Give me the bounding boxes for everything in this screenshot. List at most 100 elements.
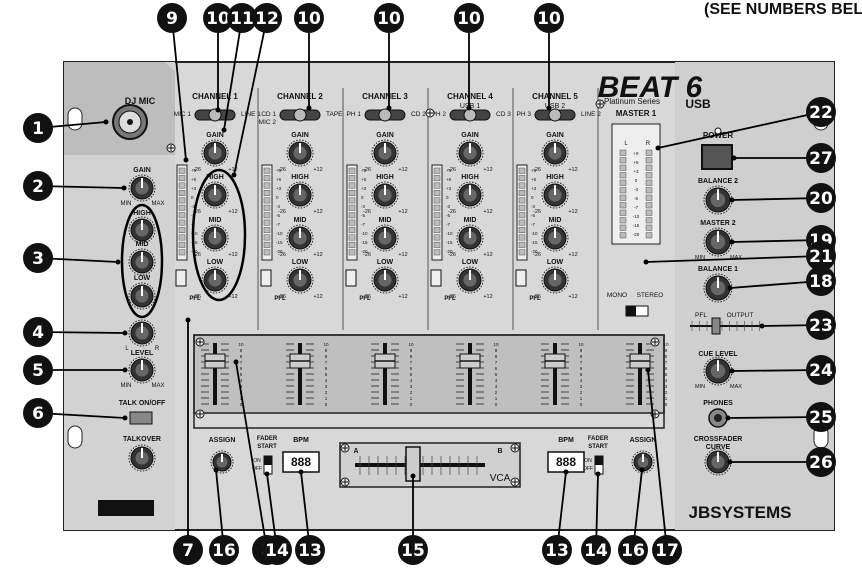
mic-mid-knob[interactable]	[128, 248, 156, 276]
mount-hole-bl	[67, 425, 83, 449]
brand-maker: JBSYSTEMS	[689, 503, 792, 522]
channel-1-src-left: MIC 1	[174, 111, 192, 118]
screw	[340, 477, 350, 487]
switch-lever	[378, 108, 392, 122]
fader-scale-num: 3	[325, 384, 328, 389]
mic-level-knob[interactable]	[128, 356, 156, 384]
ch3-mid-knob[interactable]	[371, 224, 399, 252]
ch5-gain-knob[interactable]	[541, 139, 569, 167]
ch5-pfl-button[interactable]	[515, 269, 527, 287]
meter-segment	[178, 227, 186, 233]
ch1-pfl-button[interactable]	[175, 269, 187, 287]
balance1-knob[interactable]	[703, 273, 733, 303]
callout-arrowhead	[122, 415, 128, 421]
fader-scale-num: 7	[410, 360, 413, 365]
ch5-low-knob[interactable]	[541, 266, 569, 294]
ch2-high-min: -26	[278, 209, 286, 215]
ch4-high-knob[interactable]	[456, 181, 484, 209]
ch4-gain-label: GAIN	[461, 132, 479, 139]
callout-badge	[581, 535, 611, 565]
ch2-mid-knob[interactable]	[286, 224, 314, 252]
channel-5-input-switch[interactable]	[534, 108, 576, 122]
channel-3-input-switch[interactable]	[364, 108, 406, 122]
mic-low-knob[interactable]	[128, 282, 156, 310]
meter-segment	[178, 167, 186, 174]
ch1-low-knob[interactable]	[201, 266, 229, 294]
mic-gain-label: GAIN	[133, 167, 151, 174]
meter-scale-tick: -15	[276, 240, 283, 245]
power-button[interactable]	[701, 144, 733, 170]
fader-start-switch-left[interactable]	[263, 455, 273, 475]
callout-arrowhead	[729, 368, 735, 374]
meter-segment	[518, 175, 526, 182]
channel-2-input-switch[interactable]	[279, 108, 321, 122]
ch5-gain-min: -26	[533, 167, 541, 173]
ch2-gain-knob[interactable]	[286, 139, 314, 167]
fader-scale-num: 7	[495, 360, 498, 365]
ch2-high-knob[interactable]	[286, 181, 314, 209]
ch3-high-knob[interactable]	[371, 181, 399, 209]
ch5-mid-knob[interactable]	[541, 224, 569, 252]
knob-scale	[286, 139, 314, 167]
meter-scale-tick: -3	[191, 204, 195, 209]
mic-high-knob[interactable]	[128, 216, 156, 244]
channel-5-src-top: USB 2	[545, 103, 565, 110]
master2-knob[interactable]	[703, 227, 733, 257]
meter-segment	[348, 167, 356, 174]
balance2-knob[interactable]	[703, 185, 733, 215]
ch2-low-knob[interactable]	[286, 266, 314, 294]
meter-segment	[178, 219, 186, 226]
fader-start-switch-right[interactable]	[594, 455, 604, 475]
channel-1-input-switch[interactable]	[194, 108, 236, 122]
callout-arrowhead	[729, 197, 735, 203]
ch1-gain-knob[interactable]	[201, 139, 229, 167]
callout-26: 26	[727, 447, 836, 477]
callout-leader	[223, 17, 243, 131]
callout-arrowhead	[466, 105, 472, 111]
callout-number: 25	[809, 408, 833, 428]
ch1-mid-knob[interactable]	[201, 224, 229, 252]
callout-badge	[806, 310, 836, 340]
phones-jack[interactable]	[708, 408, 728, 428]
ch3-low-knob[interactable]	[371, 266, 399, 294]
ch1-high-knob[interactable]	[201, 181, 229, 209]
meter-scale-tick: -5	[531, 213, 535, 218]
ch4-low-knob[interactable]	[456, 266, 484, 294]
screw	[195, 337, 205, 347]
ch3-pfl-button[interactable]	[345, 269, 357, 287]
meter-scale-tick: +6	[276, 177, 282, 182]
callout-leader	[235, 361, 268, 551]
talkover-knob[interactable]	[128, 444, 156, 472]
meter-segment	[433, 190, 441, 196]
cue-level-knob[interactable]	[703, 356, 733, 386]
mic-balance-knob[interactable]	[128, 319, 156, 347]
talk-button[interactable]	[129, 411, 153, 425]
ch2-mid-label: MID	[294, 217, 307, 224]
ch4-gain-knob[interactable]	[456, 139, 484, 167]
ch4-pfl-button[interactable]	[430, 269, 442, 287]
ch3-gain-knob[interactable]	[371, 139, 399, 167]
mono-stereo-switch[interactable]	[625, 305, 649, 317]
meter-scale-tick: -10	[276, 231, 283, 236]
channel-4-title: CHANNEL 4	[447, 92, 493, 101]
pfl-output-slider[interactable]	[711, 317, 721, 335]
channel-4-input-switch[interactable]	[449, 108, 491, 122]
ch2-pfl-button[interactable]	[260, 269, 272, 287]
ch5-high-knob[interactable]	[541, 181, 569, 209]
ch5-gain-label: GAIN	[546, 132, 564, 139]
channel-5-src-right: LINE 2	[581, 111, 601, 118]
mic-gain-knob[interactable]	[128, 174, 156, 202]
ch4-mid-knob[interactable]	[456, 224, 484, 252]
callout-arrowhead	[546, 105, 552, 111]
assign-knob-left[interactable]	[210, 450, 234, 474]
mic-input-jack[interactable]	[112, 104, 148, 140]
callout-badge	[806, 402, 836, 432]
callout-arrowhead	[213, 467, 219, 473]
